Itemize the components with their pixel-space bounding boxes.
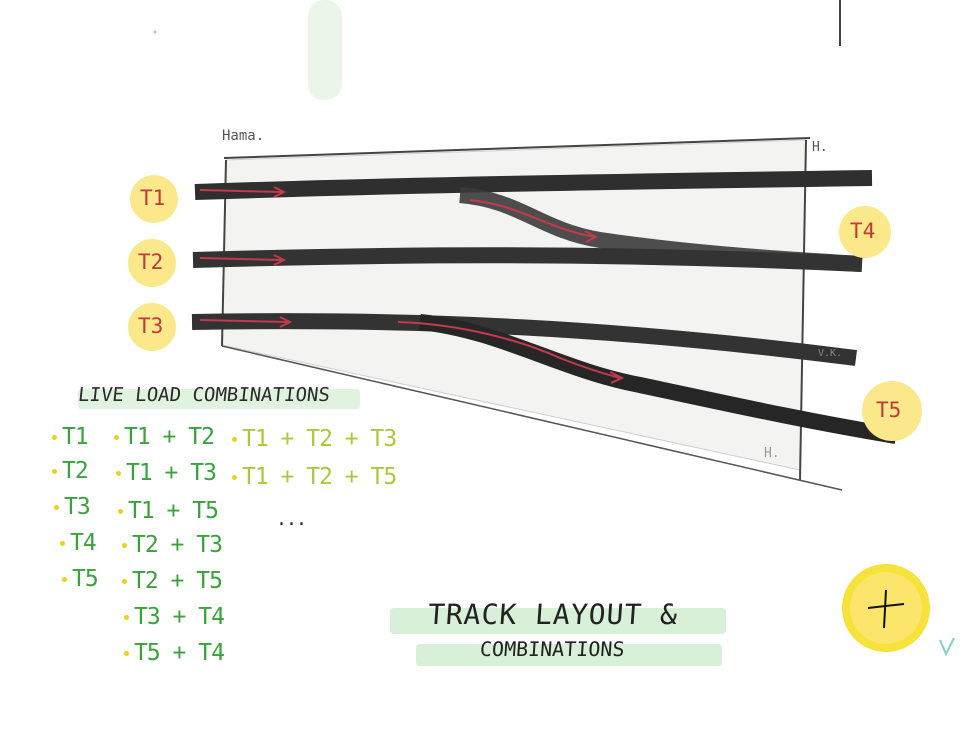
badge-t3 bbox=[128, 303, 176, 351]
deck-top-edge bbox=[223, 137, 811, 159]
corner-mark-right-mid: V.K. bbox=[818, 348, 843, 359]
title-line-1: TRACK LAYOUT & bbox=[426, 598, 680, 631]
combo-col2-item: T1 + T5 bbox=[118, 498, 219, 524]
track-badges bbox=[128, 175, 922, 441]
top-green-mark bbox=[308, 0, 342, 100]
combo-col2-item: T1 + T3 bbox=[116, 460, 217, 486]
combo-col1-item: T3 bbox=[54, 494, 91, 520]
title-highlight-2 bbox=[416, 644, 722, 666]
combo-col2-item: T1 + T2 bbox=[114, 424, 215, 450]
combo-col2-item: T3 + T4 bbox=[124, 604, 225, 630]
combo-col1-item: T1 bbox=[52, 424, 89, 450]
title-highlight-1 bbox=[390, 608, 726, 634]
combo-col1-item: T5 bbox=[62, 566, 99, 592]
corner-mark-top-left: Hama. bbox=[222, 128, 265, 144]
title-line-2: COMBINATIONS bbox=[479, 637, 626, 661]
combo-ellipsis: ... bbox=[278, 506, 308, 531]
badge-t5 bbox=[862, 381, 922, 441]
track-label-t4: T4 bbox=[850, 219, 876, 243]
deck-bottom-edge bbox=[221, 345, 843, 491]
combo-col2-item: T2 + T3 bbox=[122, 532, 223, 558]
badge-t4 bbox=[839, 206, 891, 258]
badge-t2 bbox=[128, 239, 176, 287]
direction-arrows bbox=[199, 186, 625, 384]
track-label-t3: T3 bbox=[138, 314, 164, 338]
heading-highlight bbox=[78, 389, 360, 409]
combo-col1-item: T4 bbox=[60, 530, 97, 556]
track-t2-rail bbox=[192, 247, 863, 272]
combo-col3-item: T1 + T2 + T3 bbox=[232, 426, 397, 452]
teal-check-mark bbox=[939, 637, 955, 657]
signature-mark bbox=[867, 589, 905, 629]
corner-mark-top-right: H. bbox=[812, 140, 828, 155]
corner-mark-bottom-right: H. bbox=[764, 446, 780, 461]
combo-col2-item: T2 + T5 bbox=[122, 568, 223, 594]
track-label-t5: T5 bbox=[876, 398, 902, 422]
badge-t1 bbox=[130, 175, 178, 223]
track-label-t2: T2 bbox=[138, 250, 164, 274]
combinations-heading: LIVE LOAD COMBINATIONS bbox=[76, 384, 331, 406]
track-t5-branch bbox=[419, 314, 898, 444]
track-t1-rail bbox=[194, 170, 873, 200]
combo-col1-item: T2 bbox=[52, 458, 89, 484]
combo-col3-item: T1 + T2 + T5 bbox=[232, 464, 397, 490]
track-label-t1: T1 bbox=[140, 186, 166, 210]
combo-col2-item: T5 + T4 bbox=[124, 640, 225, 666]
